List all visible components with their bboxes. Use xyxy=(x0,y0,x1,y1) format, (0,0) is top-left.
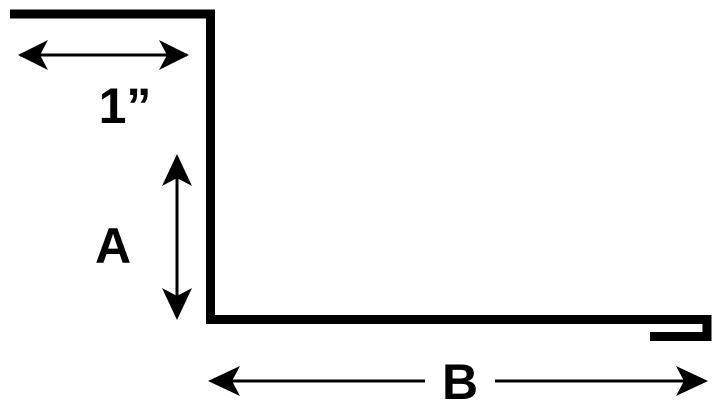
height-label: A xyxy=(95,218,131,274)
top-flange-label: 1” xyxy=(99,78,152,134)
arrowhead-right xyxy=(159,40,189,70)
profile-outline xyxy=(10,9,712,341)
arrowhead-right xyxy=(676,366,708,396)
width-label: B xyxy=(442,354,478,410)
arrowhead-left xyxy=(208,366,240,396)
arrowhead-up xyxy=(162,154,192,186)
arrowhead-down xyxy=(162,288,192,320)
arrowhead-left xyxy=(18,40,48,70)
